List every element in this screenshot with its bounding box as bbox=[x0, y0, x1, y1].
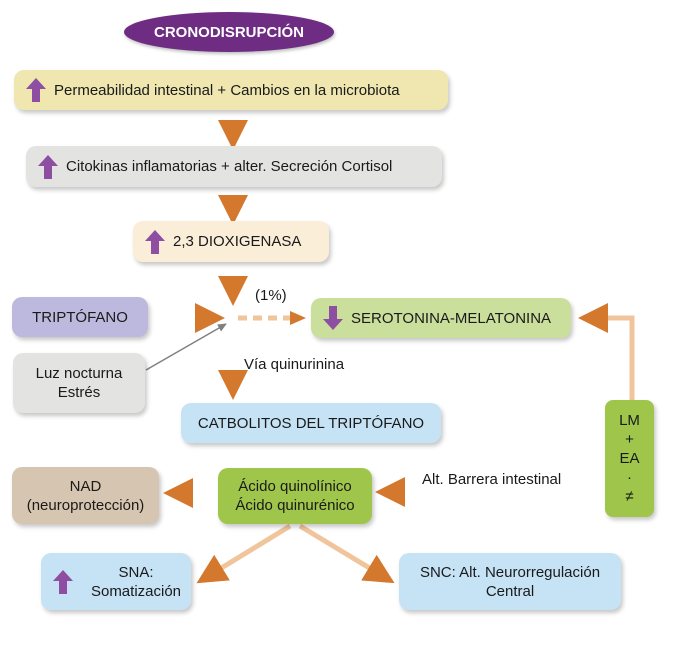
dioxigenasa-text: 2,3 DIOXIGENASA bbox=[173, 233, 302, 250]
arrow-acido-sna bbox=[196, 523, 292, 584]
box-acido: Ácido quinolínico Ácido quinurénico bbox=[218, 468, 372, 524]
box-permeabilidad: Permeabilidad intestinal + Cambios en la… bbox=[14, 70, 448, 110]
box-citokinas: Citokinas inflamatorias + alter. Secreci… bbox=[26, 146, 442, 187]
label-alt-barrera: Alt. Barrera intestinal bbox=[422, 471, 562, 488]
box-catabolitos: CATBOLITOS DEL TRIPTÓFANO bbox=[181, 403, 441, 443]
box-dioxigenasa: 2,3 DIOXIGENASA bbox=[133, 221, 329, 262]
catabolitos-text: CATBOLITOS DEL TRIPTÓFANO bbox=[197, 414, 425, 432]
box-sna: SNA: Somatización bbox=[41, 553, 191, 610]
box-snc: SNC: Alt. Neurorregulación Central bbox=[399, 553, 621, 610]
box-nad: NAD (neuroprotección) bbox=[12, 467, 159, 524]
dashed-arrow-head bbox=[290, 311, 306, 325]
up-arrow-icon bbox=[26, 78, 46, 102]
acido-text: Ácido quinolínico Ácido quinurénico bbox=[235, 478, 355, 514]
nad-text: NAD (neuroprotección) bbox=[26, 477, 145, 514]
box-luz-estres: Luz nocturna Estrés bbox=[13, 353, 145, 413]
citokinas-text: Citokinas inflamatorias + alter. Secreci… bbox=[66, 158, 393, 175]
triptofano-text: TRIPTÓFANO bbox=[32, 308, 128, 326]
up-arrow-icon bbox=[145, 229, 165, 254]
luz-estres-text: Luz nocturna Estrés bbox=[35, 365, 123, 401]
arrow-lm-serotonina bbox=[578, 303, 635, 400]
down-arrow-icon bbox=[323, 306, 343, 330]
up-arrow-icon bbox=[53, 569, 73, 594]
arrow-acido-snc bbox=[298, 523, 395, 584]
label-via-quinurinina: Vía quinurinina bbox=[244, 356, 345, 373]
title-cronodisrupcion: CRONODISRUPCIÓN bbox=[124, 12, 334, 52]
sna-text: SNA: Somatización bbox=[90, 563, 182, 600]
up-arrow-icon bbox=[38, 154, 58, 179]
permeabilidad-text: Permeabilidad intestinal + Cambios en la… bbox=[54, 81, 400, 99]
box-serotonina: SEROTONINA-MELATONINA bbox=[311, 298, 571, 338]
label-1-percent: (1%) bbox=[255, 287, 287, 304]
serotonina-text: SEROTONINA-MELATONINA bbox=[351, 309, 552, 327]
snc-text: SNC: Alt. Neurorregulación Central bbox=[419, 563, 601, 600]
arrow-luz-junction bbox=[145, 323, 227, 371]
box-lm-ea: LM + EA · ≠ bbox=[605, 400, 654, 517]
lm-ea-text: LM + EA · ≠ bbox=[619, 412, 640, 505]
box-triptofano: TRIPTÓFANO bbox=[12, 297, 148, 337]
